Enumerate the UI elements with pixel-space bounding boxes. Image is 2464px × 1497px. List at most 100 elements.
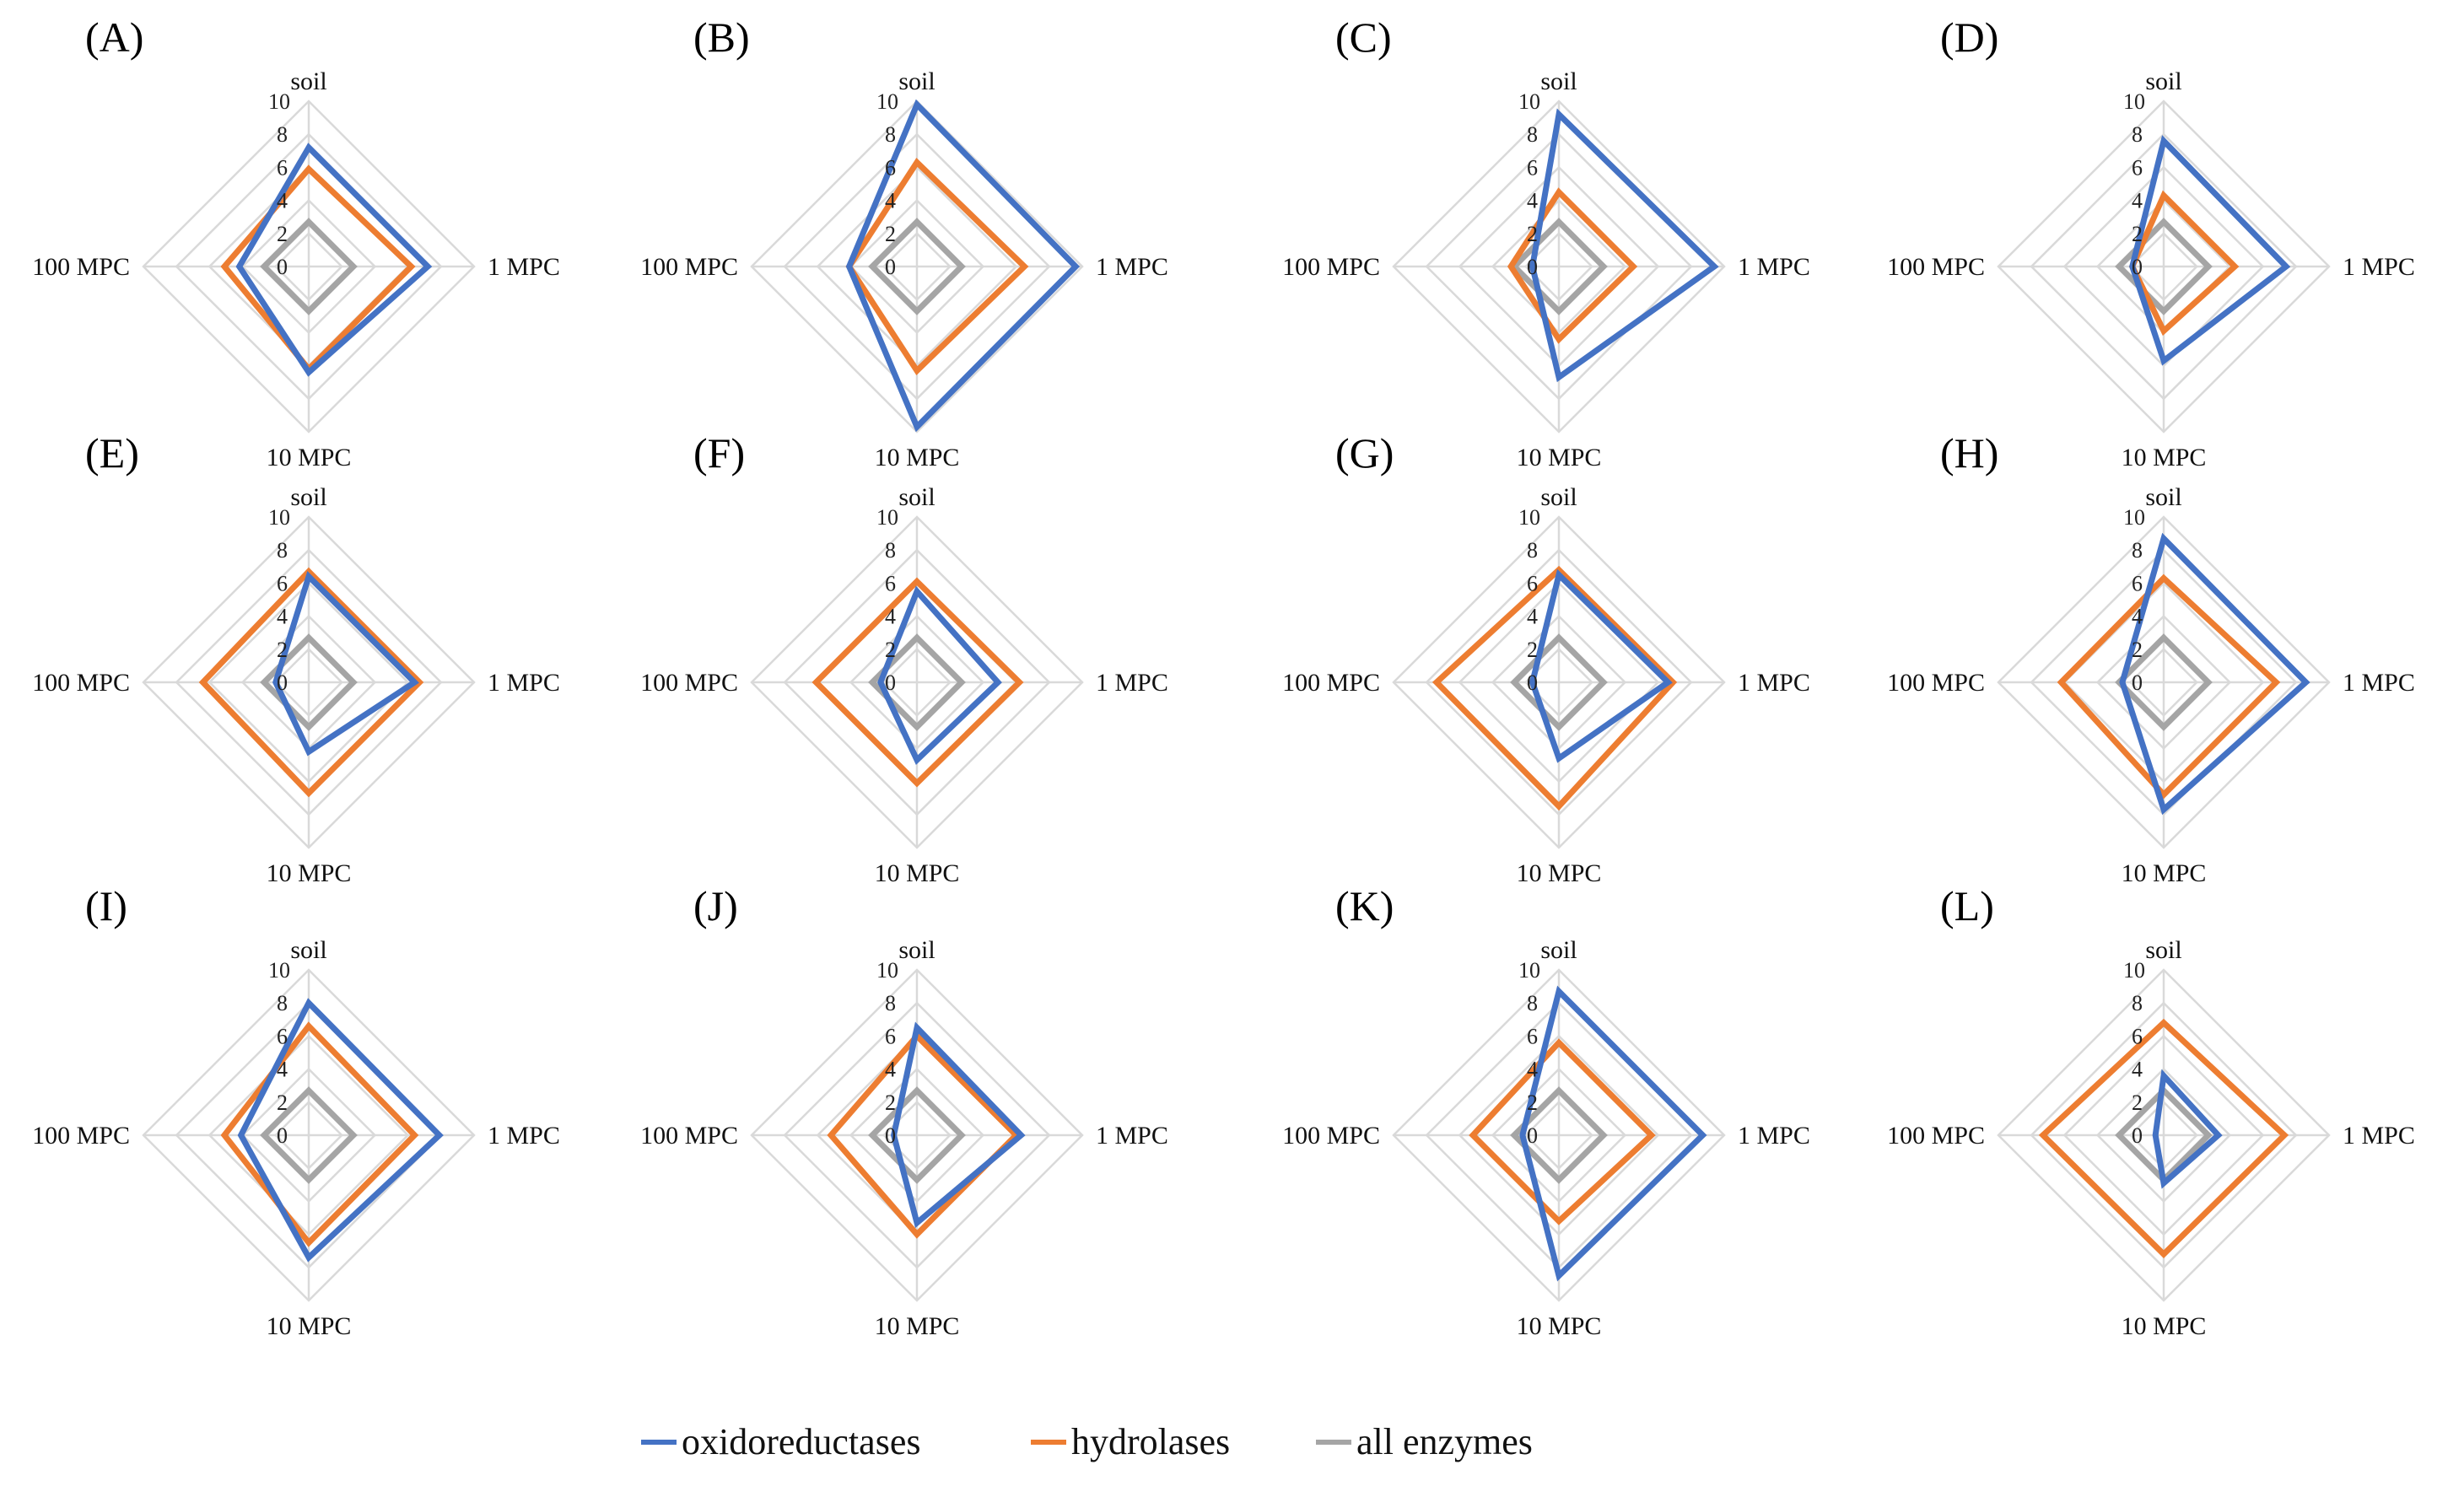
legend-item-all-enzymes: all enzymes	[1316, 1421, 1533, 1462]
tick-label: 2	[2132, 1090, 2143, 1115]
tick-label: 10	[268, 505, 290, 530]
legend-label: all enzymes	[1356, 1421, 1533, 1462]
tick-label: 2	[277, 638, 288, 662]
tick-label: 2	[885, 1090, 896, 1115]
axis-label-100-mpc: 100 MPC	[32, 669, 130, 697]
tick-label: 0	[885, 255, 896, 279]
series-all-enzymes	[2115, 633, 2213, 731]
axis-label-soil: soil	[290, 936, 326, 964]
panel-label: (J)	[693, 882, 738, 929]
tick-label: 4	[2132, 189, 2143, 213]
series-all-enzymes	[1510, 633, 1608, 731]
series-all-enzymes	[868, 218, 966, 315]
axis-label-1-mpc: 1 MPC	[2343, 253, 2415, 281]
tick-label: 10	[1518, 958, 1540, 983]
tick-label: 6	[2132, 155, 2143, 180]
axis-label-1-mpc: 1 MPC	[1738, 253, 1810, 281]
series-all-enzymes	[260, 1086, 358, 1184]
axis-label-1-mpc: 1 MPC	[2343, 669, 2415, 697]
tick-label: 0	[2132, 670, 2143, 695]
legend-label: oxidoreductases	[682, 1421, 920, 1462]
series-hydrolases	[2128, 190, 2240, 337]
axis-label-soil: soil	[290, 67, 326, 95]
tick-label: 10	[268, 958, 290, 983]
tick-label: 8	[885, 538, 896, 563]
tick-label: 4	[277, 189, 288, 213]
axis-label-10-mpc: 10 MPC	[267, 444, 352, 471]
tick-label: 10	[876, 958, 898, 983]
axis-label-soil: soil	[898, 67, 935, 95]
tick-label: 2	[1527, 222, 1538, 246]
axis-label-soil: soil	[1540, 483, 1577, 511]
panel-label: (A)	[85, 13, 143, 61]
series-hydrolases	[2057, 573, 2281, 800]
tick-label: 0	[885, 1123, 896, 1148]
axis-label-100-mpc: 100 MPC	[640, 253, 738, 281]
tick-label: 6	[885, 1024, 896, 1048]
tick-label: 0	[2132, 255, 2143, 279]
panel-label: (F)	[693, 429, 745, 477]
axis-label-100-mpc: 100 MPC	[1887, 1122, 1985, 1150]
axis-label-10-mpc: 10 MPC	[875, 444, 960, 471]
tick-label: 4	[2132, 605, 2143, 629]
series-oxidoreductases	[2129, 135, 2291, 366]
tick-label: 2	[1527, 1090, 1538, 1115]
panel-label: (L)	[1940, 882, 1994, 929]
axis-label-1-mpc: 1 MPC	[488, 1122, 560, 1150]
series-all-enzymes	[868, 1086, 966, 1184]
axis-label-100-mpc: 100 MPC	[1887, 669, 1985, 697]
tick-label: 4	[885, 189, 896, 213]
series-oxidoreductases	[2152, 1069, 2223, 1189]
panel-label: (H)	[1940, 429, 1998, 477]
series-hydrolases	[1507, 187, 1638, 344]
tick-label: 8	[2132, 538, 2143, 563]
tick-label: 8	[1527, 122, 1538, 147]
tick-label: 6	[1527, 571, 1538, 595]
tick-label: 2	[2132, 222, 2143, 246]
axis-label-10-mpc: 10 MPC	[2122, 1312, 2207, 1340]
tick-label: 2	[2132, 638, 2143, 662]
series-hydrolases	[198, 567, 424, 798]
tick-label: 6	[277, 1024, 288, 1048]
axis-label-100-mpc: 100 MPC	[640, 669, 738, 697]
tick-label: 6	[2132, 1024, 2143, 1048]
axis-label-1-mpc: 1 MPC	[1738, 1122, 1810, 1150]
tick-label: 8	[885, 991, 896, 1015]
tick-label: 8	[1527, 991, 1538, 1015]
series-oxidoreductases	[877, 585, 1002, 766]
tick-label: 6	[885, 571, 896, 595]
tick-label: 8	[277, 991, 288, 1015]
series-all-enzymes	[1510, 218, 1608, 315]
series-oxidoreductases	[1529, 568, 1673, 763]
series-hydrolases	[1431, 565, 1678, 811]
tick-label: 0	[1527, 1123, 1538, 1148]
tick-label: 0	[277, 670, 288, 695]
axis-label-soil: soil	[898, 483, 935, 511]
axis-label-10-mpc: 10 MPC	[267, 859, 352, 887]
axis-label-10-mpc: 10 MPC	[1517, 1312, 1602, 1340]
axis-label-100-mpc: 100 MPC	[1887, 253, 1985, 281]
axis-label-10-mpc: 10 MPC	[267, 1312, 352, 1340]
axis-label-1-mpc: 1 MPC	[1096, 253, 1168, 281]
panel-label: (E)	[85, 429, 139, 477]
tick-label: 10	[1518, 89, 1540, 114]
axis-label-soil: soil	[898, 936, 935, 964]
series-hydrolases	[811, 577, 1024, 788]
tick-label: 0	[885, 670, 896, 695]
panel-label: (K)	[1335, 882, 1394, 929]
axis-label-1-mpc: 1 MPC	[1738, 669, 1810, 697]
tick-label: 10	[2123, 505, 2145, 530]
series-hydrolases	[1469, 1038, 1656, 1225]
axis-label-10-mpc: 10 MPC	[1517, 859, 1602, 887]
axis-label-soil: soil	[290, 483, 326, 511]
